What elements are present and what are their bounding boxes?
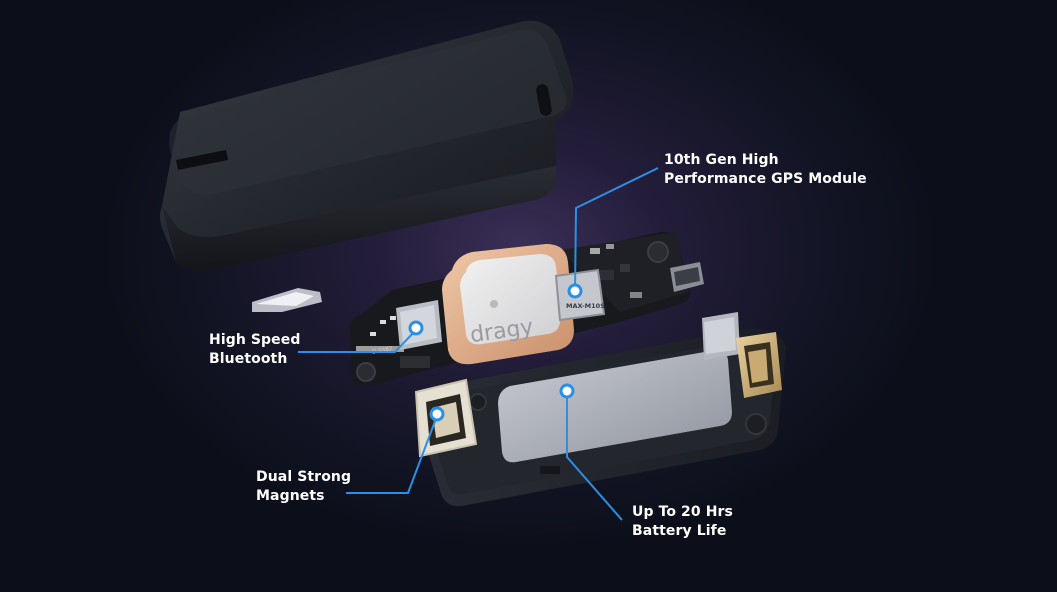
usb-port-slot bbox=[536, 84, 552, 116]
gps-module-callout: 10th Gen High Performance GPS Module bbox=[664, 151, 867, 189]
bluetooth-callout-line bbox=[298, 329, 417, 353]
battery-cell bbox=[498, 349, 732, 463]
magnets-callout-line2: Magnets bbox=[256, 488, 325, 504]
callout-lines bbox=[298, 167, 659, 521]
callout-dots bbox=[408, 283, 583, 422]
bottom-tray bbox=[417, 312, 786, 507]
battery-callout-line1: Up To 20 Hrs bbox=[632, 504, 733, 520]
magnets-marker-dot bbox=[429, 406, 445, 422]
battery-callout-line bbox=[566, 391, 623, 521]
bluetooth-callout-line1: High Speed bbox=[209, 332, 301, 348]
chip-marking: MAX-M10S bbox=[566, 302, 605, 310]
top-shell bbox=[160, 20, 574, 271]
board-marking: CLSSB2 bbox=[371, 346, 393, 356]
main-pcb bbox=[350, 231, 704, 387]
bluetooth-callout-line2: Bluetooth bbox=[209, 351, 288, 367]
magnets-callout-line1: Dual Strong bbox=[256, 469, 352, 485]
magnet-frame bbox=[414, 378, 478, 458]
clear-clip bbox=[252, 288, 322, 312]
lid-vent-slot bbox=[176, 150, 228, 170]
battery-callout-line2: Battery Life bbox=[632, 523, 727, 539]
gps-callout-line2: Performance GPS Module bbox=[664, 171, 867, 187]
gps-marker-dot bbox=[567, 283, 583, 299]
gps-antenna: dragy bbox=[442, 244, 574, 365]
magnets-callout-line bbox=[346, 415, 438, 494]
magnets-callout: Dual Strong Magnets bbox=[256, 468, 351, 506]
bluetooth-callout: High Speed Bluetooth bbox=[209, 331, 301, 369]
gps-callout-line1: 10th Gen High bbox=[664, 152, 779, 168]
battery-marker-dot bbox=[559, 383, 575, 399]
battery-callout: Up To 20 Hrs Battery Life bbox=[632, 503, 733, 541]
gps-callout-line bbox=[574, 167, 659, 292]
bluetooth-marker-dot bbox=[408, 320, 424, 336]
